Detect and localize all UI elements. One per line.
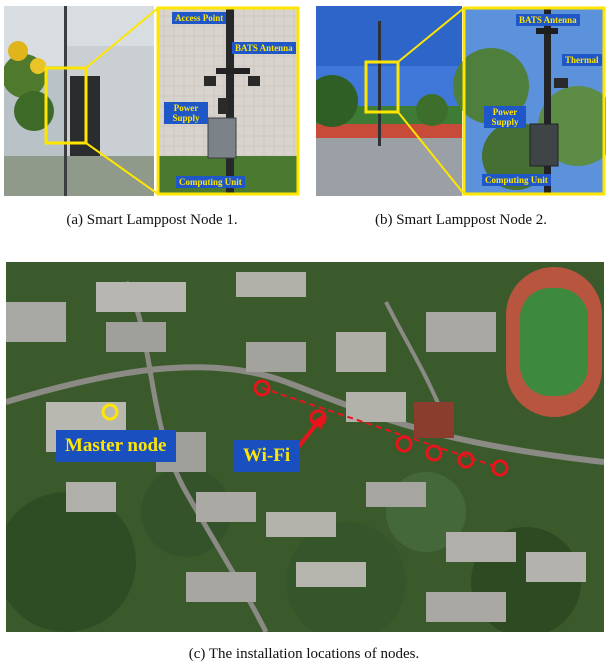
label-power-supply-b: Power Supply bbox=[484, 106, 526, 128]
node-marker bbox=[309, 409, 327, 427]
label-bats-antenna-a: BATS Antenna bbox=[232, 42, 296, 54]
node-marker bbox=[457, 451, 475, 469]
node-marker bbox=[395, 435, 413, 453]
panel-a-photo bbox=[4, 6, 300, 196]
panel-b: BATS Antenna Thermal Power Supply Comput… bbox=[316, 6, 606, 196]
caption-c: (c) The installation locations of nodes. bbox=[188, 646, 420, 662]
node-marker bbox=[253, 379, 271, 397]
label-access-point-a: Access Point bbox=[172, 12, 227, 24]
panel-b-photo bbox=[316, 6, 606, 196]
master-node-marker bbox=[101, 403, 119, 421]
label-power-supply-a: Power Supply bbox=[164, 102, 208, 124]
master-node-label: Master node bbox=[56, 430, 176, 462]
caption-a: (a) Smart Lamppost Node 1. bbox=[66, 212, 238, 228]
panel-a: Access Point BATS Antenna Power Supply C… bbox=[4, 6, 300, 196]
label-bats-antenna-b: BATS Antenna bbox=[516, 14, 580, 26]
node-marker bbox=[491, 459, 509, 477]
wifi-label: Wi-Fi bbox=[234, 440, 300, 472]
label-computing-unit-b: Computing Unit bbox=[482, 174, 551, 186]
label-computing-unit-a: Computing Unit bbox=[176, 176, 245, 188]
panel-c-map: Master node Wi-Fi bbox=[6, 262, 604, 632]
label-thermal-b: Thermal bbox=[562, 54, 602, 66]
caption-b: (b) Smart Lamppost Node 2. bbox=[374, 212, 548, 228]
node-marker bbox=[425, 444, 443, 462]
